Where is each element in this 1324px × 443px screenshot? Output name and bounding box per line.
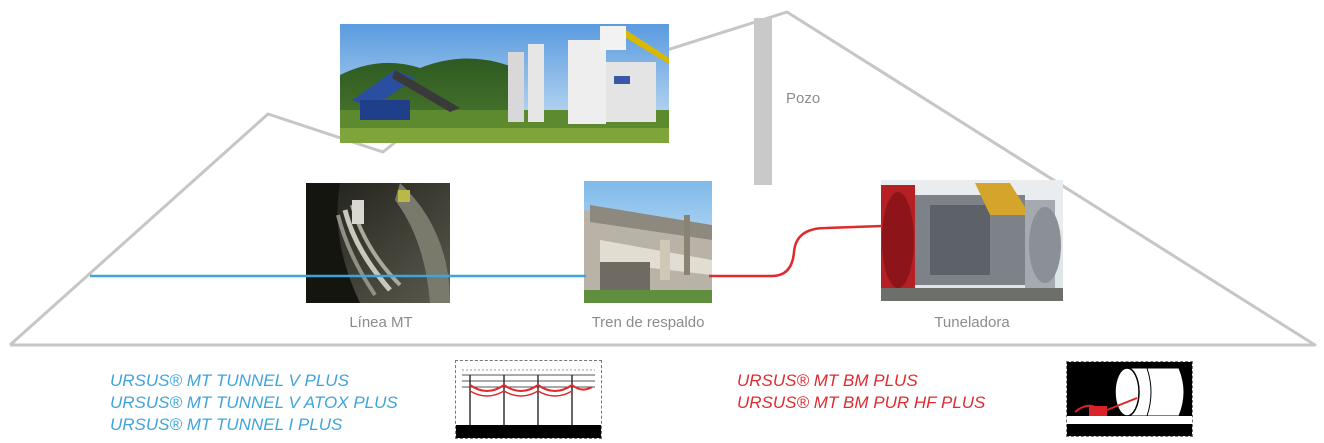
label-tuneladora: Tuneladora	[934, 314, 1010, 331]
product-list-mt: URSUS® MT TUNNEL V PLUS URSUS® MT TUNNEL…	[110, 370, 398, 436]
tbm-cable-red	[709, 224, 883, 278]
product-item: URSUS® MT TUNNEL I PLUS	[110, 415, 343, 434]
product-item: URSUS® MT BM PUR HF PLUS	[737, 393, 986, 412]
shaft	[754, 18, 772, 185]
backup-train-photo	[584, 181, 712, 303]
line-mt-photo	[306, 183, 450, 303]
product-item: URSUS® MT TUNNEL V ATOX PLUS	[110, 393, 398, 412]
label-linea-mt: Línea MT	[349, 314, 413, 331]
cable-suspension-icon	[455, 360, 602, 439]
label-pozo: Pozo	[786, 90, 821, 107]
label-tren: Tren de respaldo	[591, 314, 705, 331]
plant-photo	[340, 24, 669, 143]
product-list-bm: URSUS® MT BM PLUS URSUS® MT BM PUR HF PL…	[737, 370, 985, 414]
product-item: URSUS® MT BM PLUS	[737, 371, 918, 390]
tbm-photo	[881, 180, 1063, 301]
tunnel-boring-cable-icon	[1066, 361, 1193, 437]
product-item: URSUS® MT TUNNEL V PLUS	[110, 371, 349, 390]
